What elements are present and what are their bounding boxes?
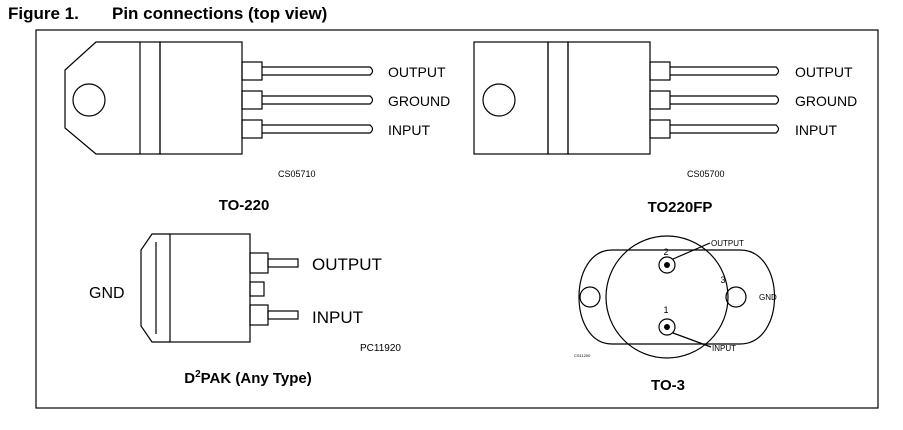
figure-caption: Pin connections (top view)	[112, 4, 328, 23]
to3-output-leader	[672, 242, 711, 260]
to3-pin-1-ring	[658, 318, 676, 336]
to3-mounting-hole-right	[725, 286, 747, 308]
to3-label-input: INPUT	[712, 344, 736, 353]
to220-body-band	[139, 41, 161, 155]
to220-tab	[64, 41, 140, 155]
to3-package	[578, 235, 776, 359]
to220-body	[159, 41, 243, 155]
d2pak-name: D2PAK (Any Type)	[184, 369, 312, 387]
d2pak-code: PC11920	[360, 343, 401, 354]
to3-label-output: OUTPUT	[711, 239, 744, 248]
to220fp-pin-input	[649, 119, 780, 139]
figure-number: Figure 1.	[8, 4, 79, 23]
d2pak-pin-output-base	[249, 252, 269, 274]
to3-flange	[578, 249, 776, 345]
to220-label-ground: GROUND	[388, 93, 450, 109]
figure-frame	[35, 29, 879, 409]
to3-pin-1-number: 1	[663, 305, 668, 315]
to3-input-leader	[672, 332, 712, 348]
to220fp-body	[567, 41, 651, 155]
d2pak-pin-output-lead	[267, 258, 299, 268]
to3-can	[605, 235, 729, 359]
to3-code: CS11200	[574, 353, 591, 358]
to220fp-left-body	[473, 41, 549, 155]
to3-label-gnd: GND	[759, 293, 777, 302]
to220-pin-output	[241, 61, 374, 81]
d2pak-pin-input-lead	[267, 310, 299, 320]
d2pak-pin-input-base	[249, 304, 269, 326]
d2pak-label-gnd: GND	[89, 285, 125, 302]
to3-pin-1-dot	[664, 324, 670, 330]
to220fp-label-ground: GROUND	[795, 93, 857, 109]
figure-title: Figure 1. Pin connections (top view)	[8, 4, 327, 24]
d2pak-body	[169, 233, 251, 343]
to220fp-label-output: OUTPUT	[795, 64, 853, 80]
d2pak-pin-center-stub	[249, 281, 265, 297]
to220fp-package	[473, 41, 780, 155]
to220fp-pin-ground	[649, 90, 780, 110]
to220-mounting-hole	[72, 83, 106, 117]
to3-pin-3-number: 3	[720, 275, 725, 285]
to220-label-input: INPUT	[388, 122, 430, 138]
to220fp-code: CS05700	[687, 169, 725, 179]
d2pak-tab	[140, 233, 170, 343]
d2pak-label-output: OUTPUT	[312, 255, 382, 274]
to220-name: TO-220	[219, 197, 270, 214]
to220-pin-ground	[241, 90, 374, 110]
to3-pin-2-dot	[664, 262, 670, 268]
to220fp-mounting-hole	[482, 83, 516, 117]
to220fp-body-band	[547, 41, 569, 155]
d2pak-package	[140, 233, 299, 343]
to220fp-pin-output	[649, 61, 780, 81]
to220fp-label-input: INPUT	[795, 122, 837, 138]
to220-package	[64, 41, 374, 155]
to220fp-name: TO220FP	[648, 199, 713, 216]
to3-mounting-hole-left	[579, 286, 601, 308]
to220-pin-input	[241, 119, 374, 139]
to220-code: CS05710	[278, 169, 316, 179]
to3-pin-2-number: 2	[663, 247, 668, 257]
d2pak-label-input: INPUT	[312, 308, 363, 327]
to3-name: TO-3	[651, 377, 685, 394]
to220-label-output: OUTPUT	[388, 64, 446, 80]
to3-pin-2-ring	[658, 256, 676, 274]
